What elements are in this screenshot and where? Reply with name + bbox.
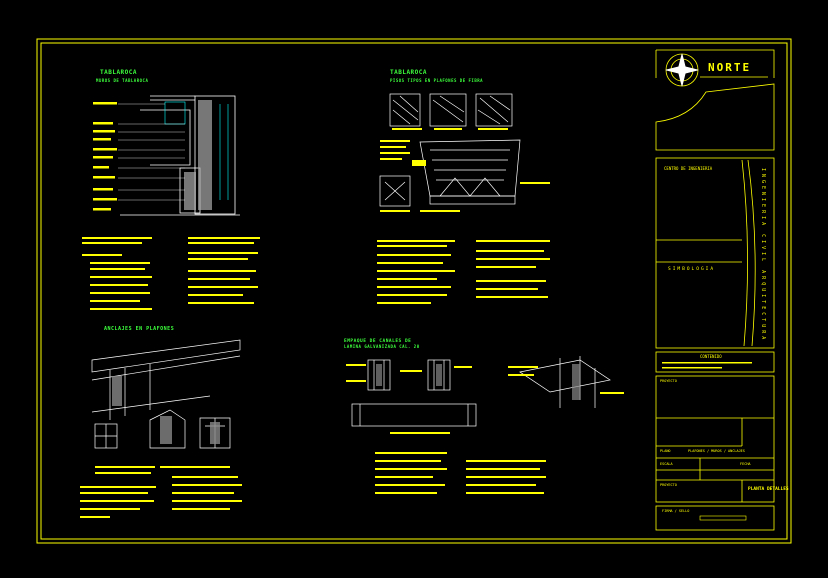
detail-4-subtitle: LAMINA GALVANIZADA CAL. 20: [344, 344, 420, 349]
detail-tablaroca-muros: TABLAROCA MUROS DE TABLAROCA: [82, 69, 260, 310]
detail-2-title: TABLAROCA: [390, 69, 427, 76]
detail-1-title: TABLAROCA: [100, 69, 137, 76]
sheet-code: PLANTA DETALLES: [748, 486, 789, 492]
detail-1-subtitle: MUROS DE TABLAROCA: [96, 78, 148, 83]
detail-anclajes-plafones: ANCLAJES EN PLAFONES: [80, 326, 242, 518]
date-label: FECHA: [740, 462, 751, 466]
project-label: PROYECTO: [660, 483, 677, 487]
title-block: NORTE CENTRO DE INGENIERIA INGENIERIA: [655, 49, 789, 531]
detail-4-title: EMPAQUE DE CANALES DE: [344, 338, 411, 344]
scale-label: ESCALA: [660, 462, 674, 466]
plan-value: PLAFONES / MUROS / ANCLAJES: [688, 449, 745, 453]
detail-2-subtitle: PISOS TIPOS EN PLAFONES DE FIBRA: [390, 78, 483, 83]
vertical-firm-name: INGENIERIA CIVIL ARQUITECTURA: [760, 168, 766, 342]
detail-3-title: ANCLAJES EN PLAFONES: [104, 326, 174, 332]
sheet-border: [36, 38, 792, 544]
detail-empaque-canales: EMPAQUE DE CANALES DE LAMINA GALVANIZADA…: [344, 338, 624, 494]
title-block-section-heading: CENTRO DE INGENIERIA: [664, 166, 713, 171]
detail-tablaroca-plafones: TABLAROCA PISOS TIPOS EN PLAFONES DE FIB…: [377, 69, 550, 304]
plan-label: PLANO: [660, 449, 671, 453]
simbologia-label: SIMBOLOGIA: [668, 266, 715, 272]
compass-logo-icon: [665, 53, 699, 87]
signature-label: FIRMA / SELLO: [662, 509, 689, 513]
logo-text: NORTE: [708, 61, 751, 74]
contents-heading: CONTENIDO: [700, 354, 722, 359]
project-data-label: PROYECTO: [660, 379, 677, 383]
